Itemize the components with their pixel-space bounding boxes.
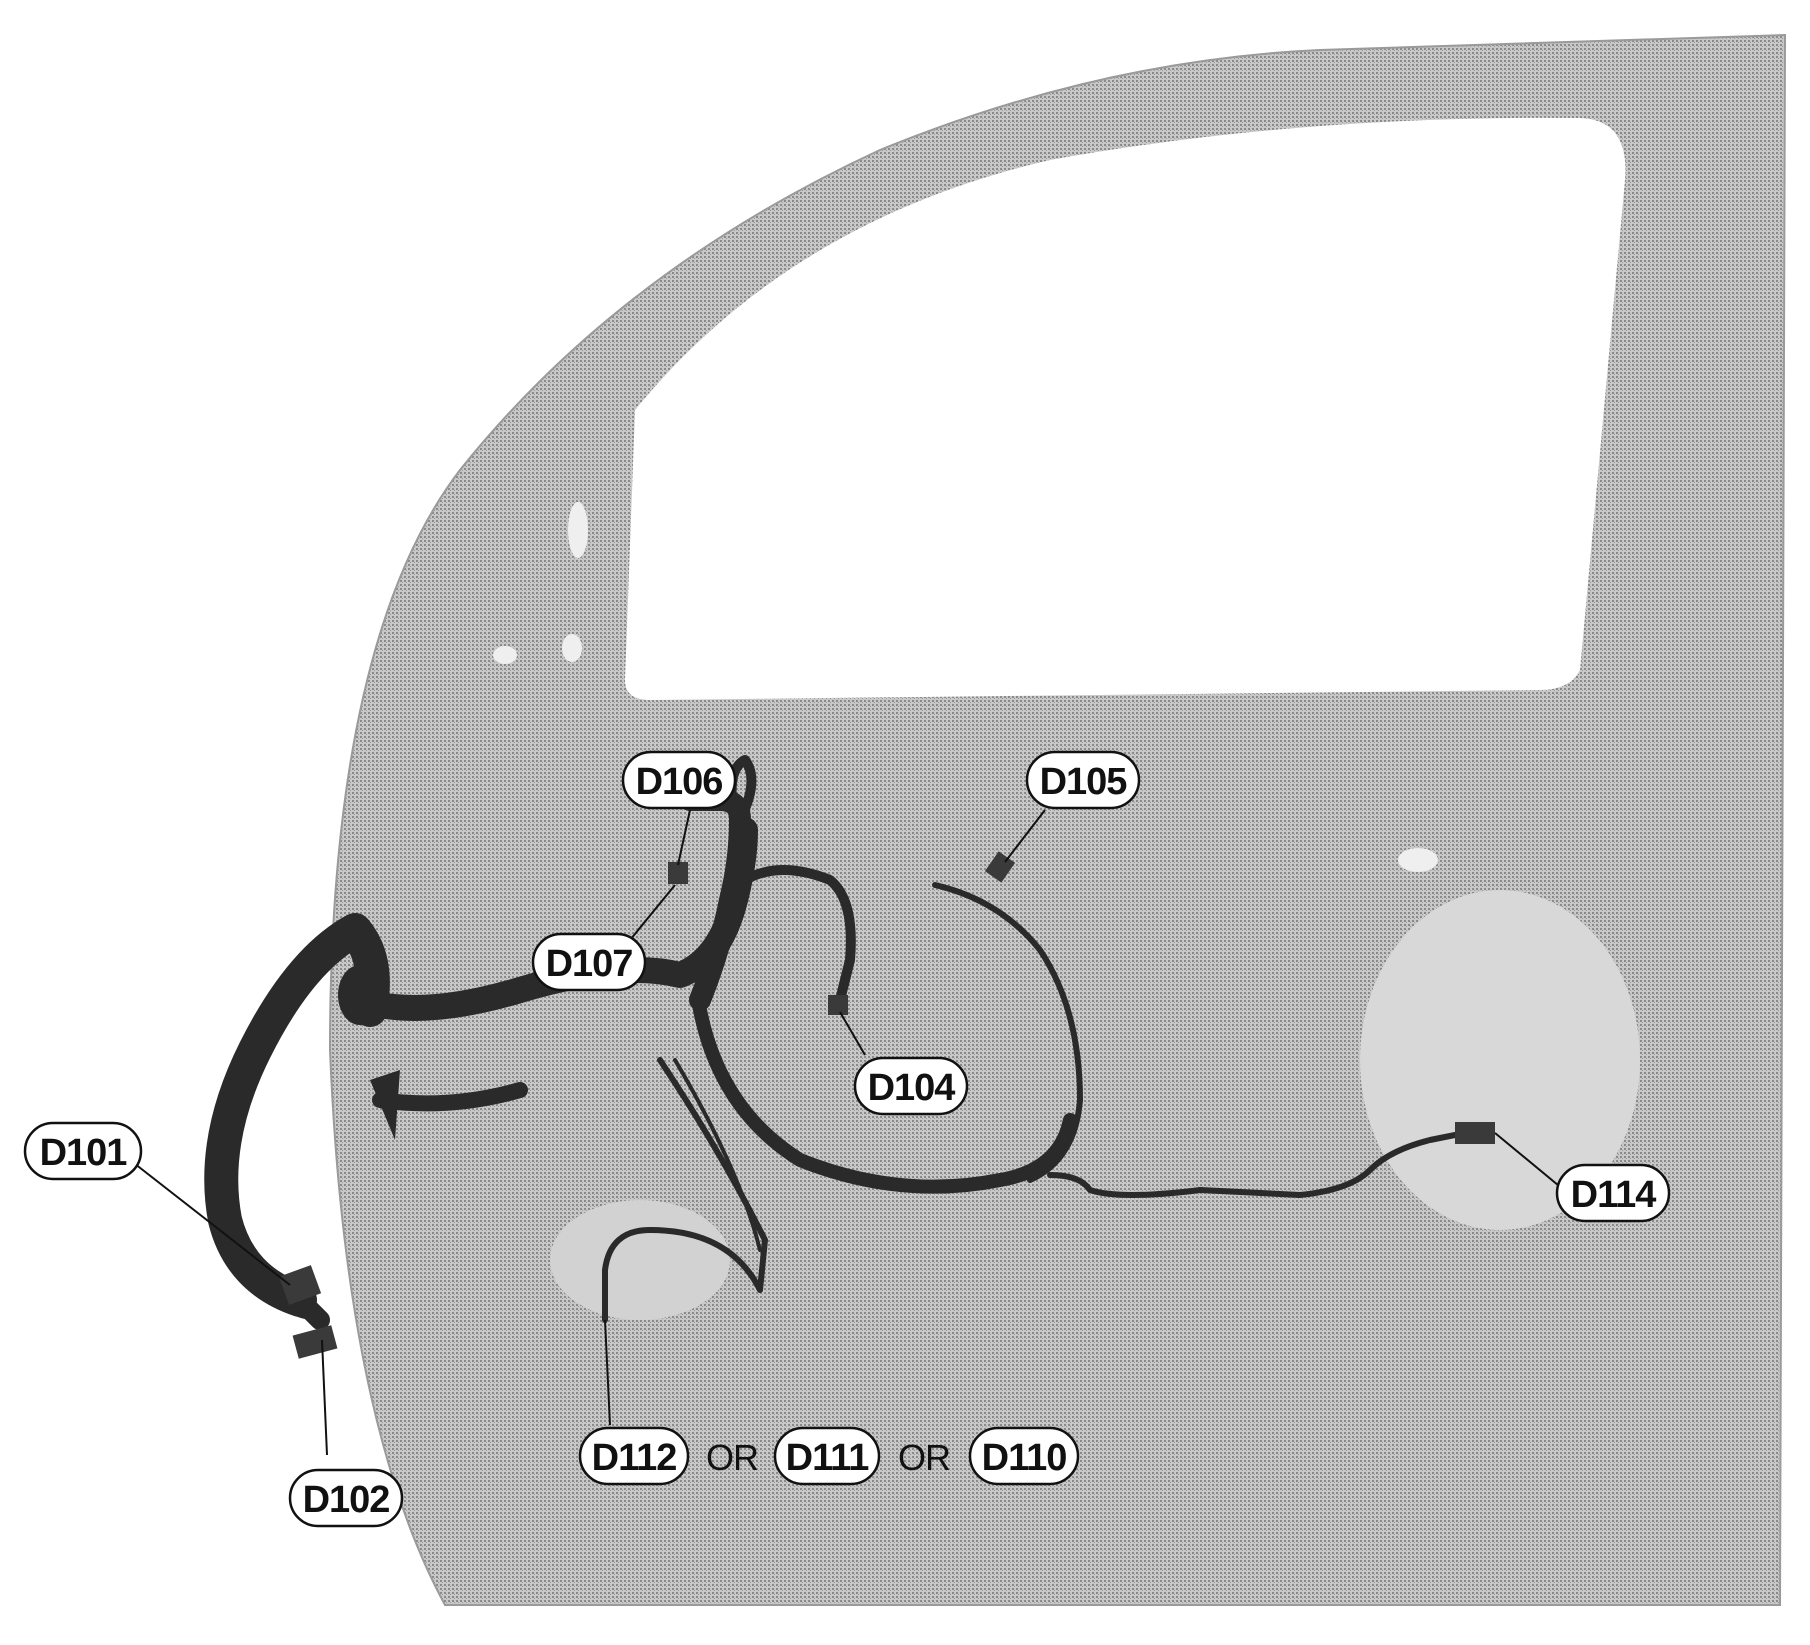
callout-d102: D102 bbox=[288, 1468, 404, 1528]
label-d102: D102 bbox=[303, 1479, 390, 1521]
callout-d107: D107 bbox=[531, 932, 647, 992]
panel-holes bbox=[493, 502, 1640, 1320]
label-d110: D110 bbox=[982, 1437, 1067, 1479]
label-d106: D106 bbox=[636, 761, 723, 803]
callout-d110: D110 bbox=[968, 1426, 1080, 1486]
label-d114: D114 bbox=[1571, 1174, 1657, 1216]
callout-d101: D101 bbox=[23, 1121, 143, 1181]
callout-d112: D112 bbox=[578, 1426, 690, 1486]
or-text-1: OR bbox=[706, 1437, 758, 1478]
callout-d105: D105 bbox=[1025, 750, 1141, 810]
label-d112: D112 bbox=[592, 1437, 677, 1479]
callout-d114: D114 bbox=[1555, 1163, 1671, 1223]
window-opening bbox=[625, 117, 1626, 700]
label-d111: D111 bbox=[786, 1437, 870, 1479]
label-d104: D104 bbox=[868, 1067, 956, 1109]
label-d107: D107 bbox=[546, 943, 633, 985]
callout-d106: D106 bbox=[621, 750, 737, 810]
label-d105: D105 bbox=[1040, 761, 1128, 803]
callout-d104: D104 bbox=[853, 1056, 969, 1116]
or-text-2: OR bbox=[898, 1437, 950, 1478]
callout-d111: D111 bbox=[773, 1426, 881, 1486]
wiring-harness bbox=[204, 755, 1495, 1359]
label-d101: D101 bbox=[40, 1132, 128, 1174]
